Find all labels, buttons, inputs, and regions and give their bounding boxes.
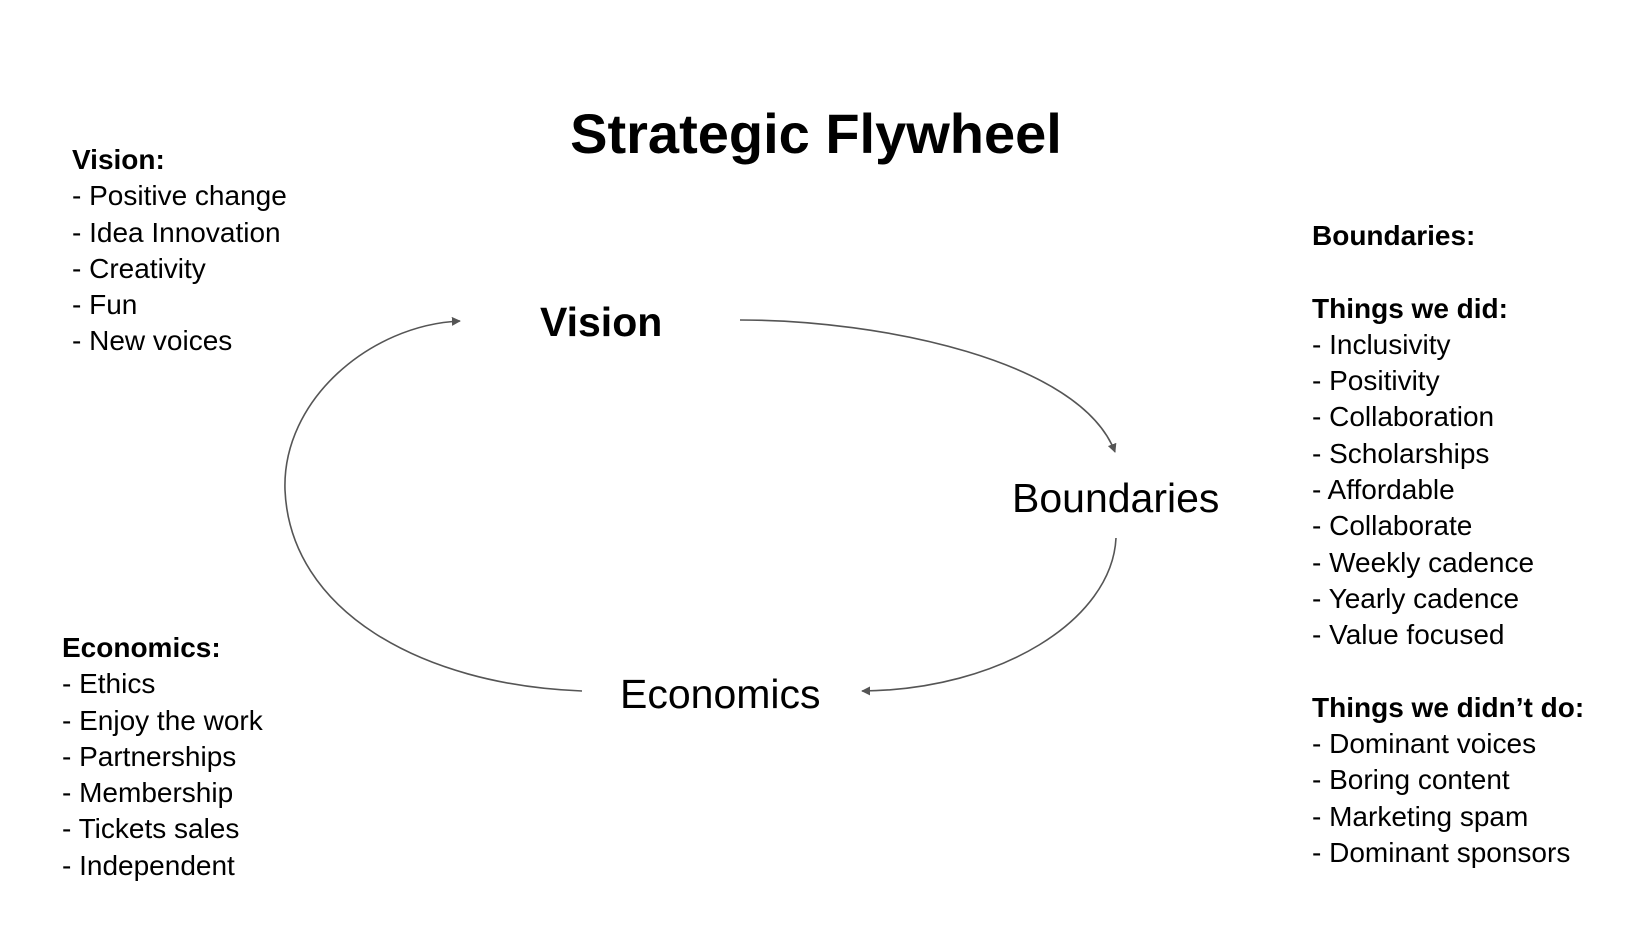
economics-note-item: - Membership bbox=[62, 777, 234, 809]
node-boundaries: Boundaries bbox=[1012, 475, 1220, 521]
economics-note-item: - Tickets sales bbox=[62, 813, 240, 845]
vision-note-item: - Idea Innovation bbox=[72, 216, 281, 248]
things-we-did-item: - Positivity bbox=[1312, 365, 1440, 397]
vision-notes-panel: Vision: - Positive change - Idea Innovat… bbox=[72, 142, 287, 360]
vision-note-item: - Creativity bbox=[72, 252, 206, 284]
things-we-did-heading: Things we did: bbox=[1312, 292, 1508, 324]
boundaries-notes-panel: Boundaries: Things we did: - Inclusivity… bbox=[1312, 218, 1584, 871]
things-we-did-item: - Inclusivity bbox=[1312, 328, 1451, 360]
node-economics: Economics bbox=[620, 671, 821, 717]
vision-note-item: - Positive change bbox=[72, 180, 287, 212]
economics-notes-panel: Economics: - Ethics - Enjoy the work - P… bbox=[62, 630, 263, 884]
economics-note-item: - Independent bbox=[62, 849, 235, 881]
arrow-economics-to-vision bbox=[284, 316, 583, 692]
vision-note-item: - Fun bbox=[72, 289, 138, 321]
things-we-didnt-do-heading: Things we didn’t do: bbox=[1312, 691, 1585, 723]
things-we-did-item: - Value focused bbox=[1312, 619, 1505, 651]
things-we-did-item: - Yearly cadence bbox=[1312, 582, 1520, 614]
economics-note-item: - Ethics bbox=[62, 668, 156, 700]
things-we-did-item: - Scholarships bbox=[1312, 437, 1490, 469]
vision-note-item: - New voices bbox=[72, 325, 233, 357]
things-we-didnt-do-item: - Dominant sponsors bbox=[1312, 837, 1571, 869]
economics-notes-heading: Economics: bbox=[62, 632, 221, 663]
economics-note-item: - Partnerships bbox=[62, 740, 237, 772]
things-we-did-item: - Affordable bbox=[1312, 474, 1455, 506]
vision-notes-heading: Vision: bbox=[72, 144, 165, 175]
page-title: Strategic Flywheel bbox=[570, 102, 1062, 165]
things-we-did-item: - Weekly cadence bbox=[1312, 546, 1535, 578]
economics-note-item: - Enjoy the work bbox=[62, 704, 263, 736]
boundaries-notes-heading: Boundaries: bbox=[1312, 220, 1476, 251]
things-we-didnt-do-item: - Dominant voices bbox=[1312, 728, 1537, 760]
things-we-didnt-do-item: - Marketing spam bbox=[1312, 800, 1529, 832]
arrow-boundaries-to-economics bbox=[861, 537, 1117, 696]
things-we-didnt-do-item: - Boring content bbox=[1312, 764, 1510, 796]
arrow-vision-to-boundaries bbox=[739, 319, 1117, 453]
things-we-did-item: - Collaborate bbox=[1312, 510, 1473, 542]
things-we-did-item: - Collaboration bbox=[1312, 401, 1495, 433]
node-vision: Vision bbox=[540, 299, 663, 345]
